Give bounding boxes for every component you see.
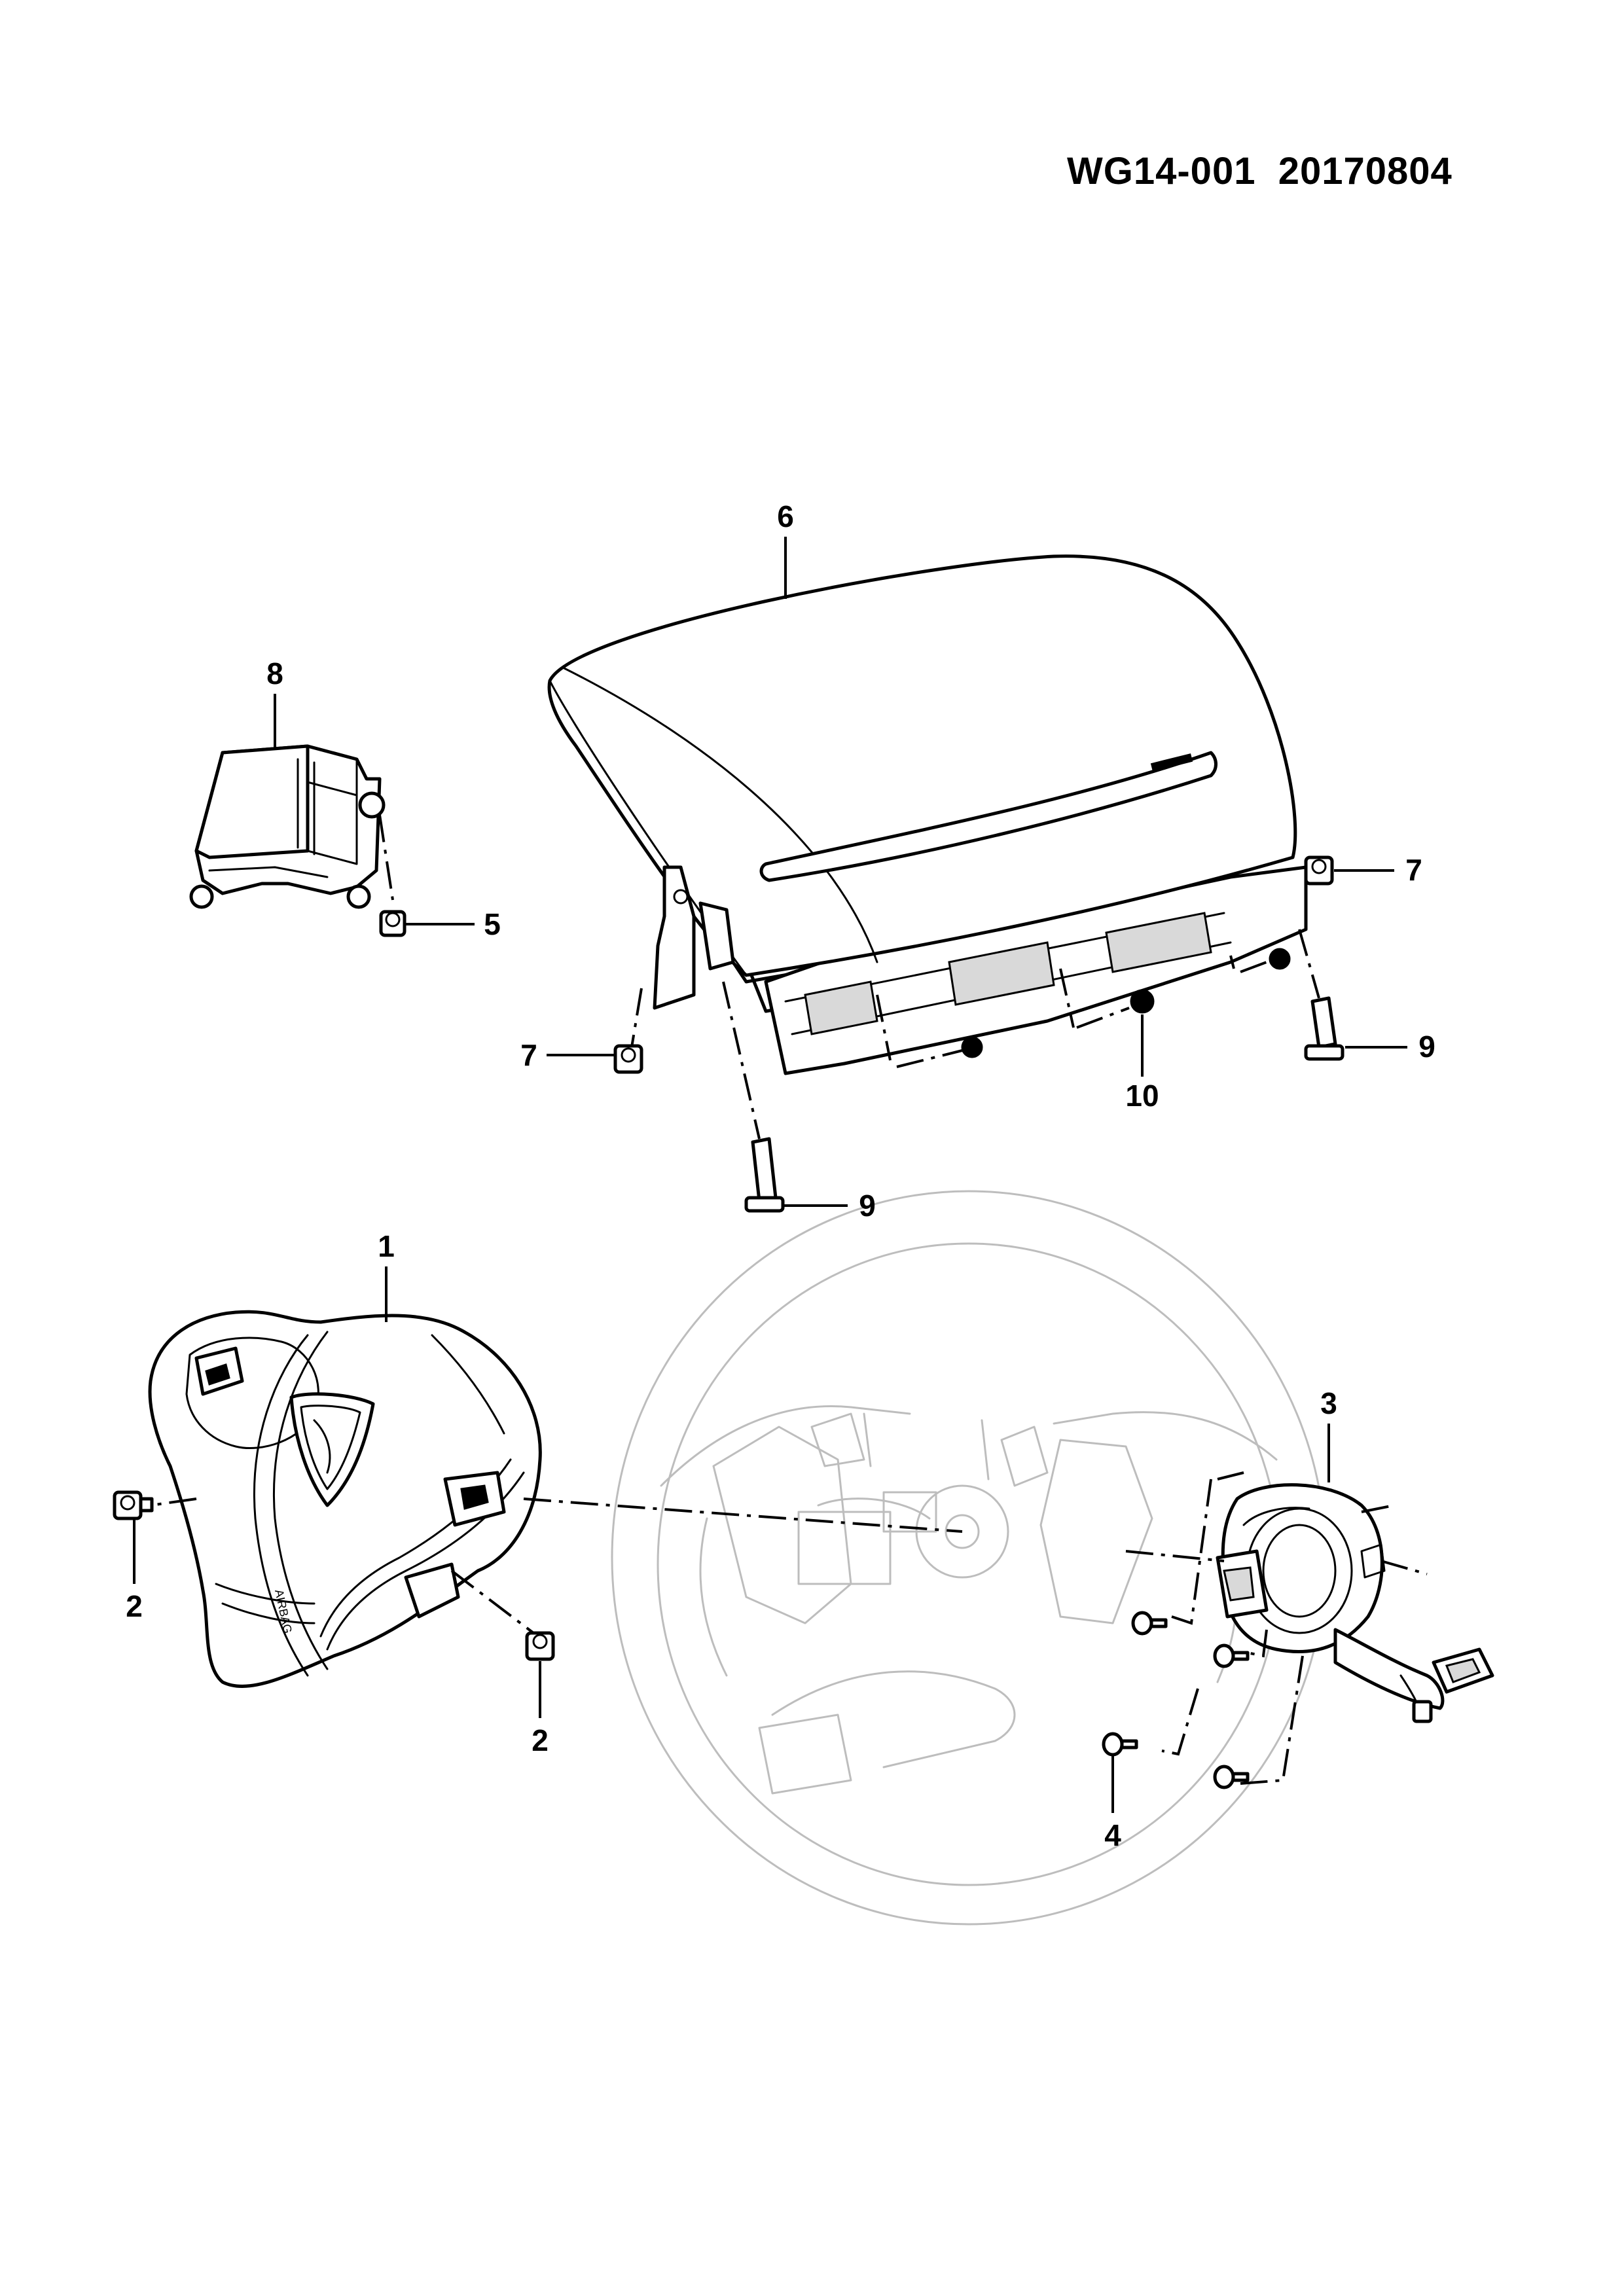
part-4-screw-c <box>1102 1732 1138 1757</box>
part-6-clip-path-a <box>876 994 892 1061</box>
callout-8: 8 <box>266 656 283 691</box>
callout-7-left: 7 <box>520 1038 537 1072</box>
part-1-driver-airbag <box>148 1310 542 1688</box>
part-1-mounting-axis <box>523 1498 963 1533</box>
part-6-clip-path-d <box>1076 1007 1130 1029</box>
part-8-fastener-path <box>378 814 394 901</box>
part-2-screw-left <box>113 1490 154 1520</box>
callout-3: 3 <box>1320 1386 1337 1420</box>
part-3-guide-a <box>1171 1479 1212 1625</box>
part-3-guide-b <box>1246 1629 1268 1658</box>
part-4-screw-d <box>1213 1765 1250 1789</box>
part-2-screw-right <box>525 1631 555 1661</box>
part-5-nut <box>379 910 406 937</box>
part-4-screw-a <box>1131 1611 1168 1636</box>
part-8-airbag-control-module <box>189 744 386 909</box>
callout-9-right: 9 <box>1418 1030 1435 1064</box>
part-9-bolt-left <box>744 1137 785 1213</box>
callout-9-left: 9 <box>859 1189 876 1223</box>
part-4-screw-b <box>1213 1643 1250 1668</box>
part-6-left-fastener-path <box>630 988 643 1048</box>
part-9-bolt-right <box>1304 996 1344 1061</box>
part-10-clip-a <box>961 1036 983 1058</box>
part-1-screw-path-left <box>150 1498 197 1507</box>
callout-2-right: 2 <box>532 1723 549 1757</box>
part-7-nut-right <box>1304 855 1334 886</box>
part-3-guide-c <box>1161 1688 1199 1756</box>
part-6-bolt-path-left <box>722 981 761 1139</box>
part-3-axis-right <box>1380 1560 1428 1575</box>
part-7-nut-left <box>613 1044 643 1074</box>
part-6-clip-path-f <box>1240 961 1267 973</box>
part-1-screw-path-right <box>450 1570 535 1634</box>
diagram-reference-code: WG14-001 20170804 <box>1067 149 1453 193</box>
callout-7-right: 7 <box>1405 853 1422 887</box>
part-3-guide-top <box>1217 1471 1244 1480</box>
diagram-code: WG14-001 <box>1067 150 1256 192</box>
callout-1: 1 <box>378 1229 395 1263</box>
part-6-bolt-path-right <box>1298 929 1320 999</box>
callout-10: 10 <box>1125 1079 1159 1113</box>
part-3-axis-left <box>1125 1550 1225 1562</box>
part-6-clip-path-c <box>1059 968 1075 1028</box>
part-6-clip-path-e <box>1229 955 1235 969</box>
part-6-clip-path-b <box>896 1049 963 1068</box>
callout-2-left: 2 <box>126 1589 143 1623</box>
part-3-clock-spring <box>1216 1483 1494 1723</box>
part-3-guide-d <box>1240 1655 1304 1785</box>
part-10-clip-b <box>1130 989 1155 1014</box>
callout-5: 5 <box>484 907 501 941</box>
part-6-passenger-airbag-module <box>547 554 1308 1075</box>
diagram-date: 20170804 <box>1278 150 1453 192</box>
part-10-clip-c <box>1269 948 1291 970</box>
callout-6: 6 <box>777 499 794 533</box>
callout-4: 4 <box>1104 1818 1121 1852</box>
part-3-guide-e <box>1361 1504 1395 1513</box>
